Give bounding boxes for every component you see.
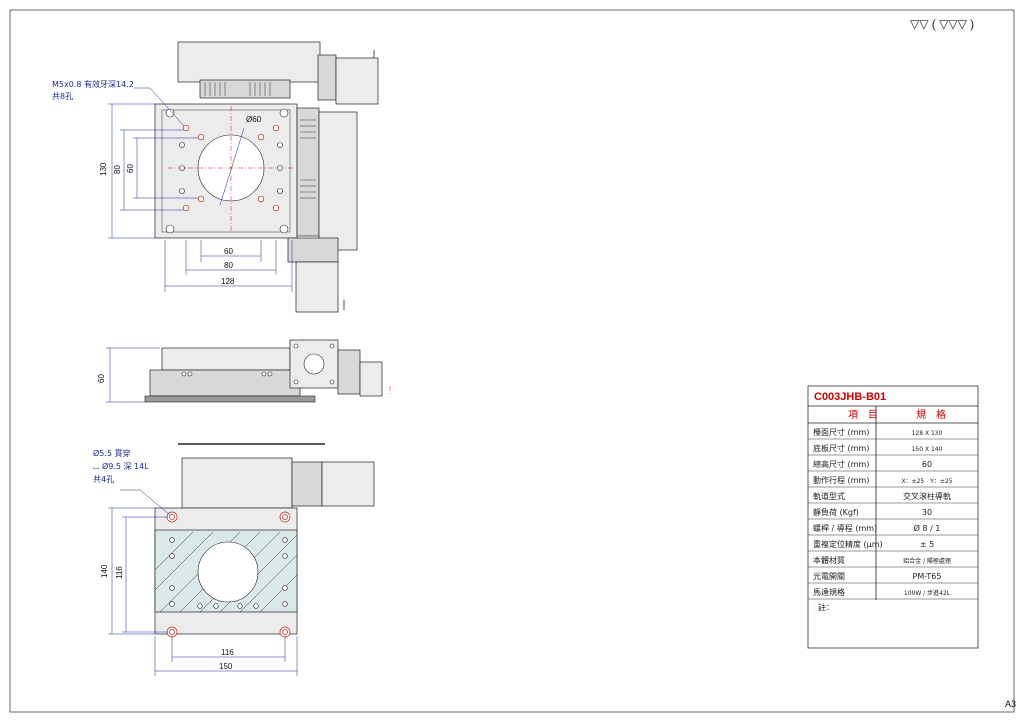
upper-coupling <box>317 54 337 101</box>
spec-row-label: 光電開關 <box>813 571 845 581</box>
bottom-view: Ø5.5 貫穿 ⌴ Ø9.5 深 14L 共4孔 140 116 116 150 <box>93 443 375 676</box>
bottom-dim-116-horizontal: 116 <box>221 648 234 657</box>
spec-row-label: 軌道型式 <box>813 491 845 501</box>
upper-rail-block <box>199 79 291 99</box>
thread-note-line1: M5x0.8 有效牙深14.2 <box>52 79 134 89</box>
x-axis-body <box>296 107 320 237</box>
upper-motor <box>335 57 379 105</box>
spec-row-value: 鋁合金 / 陽極處理 <box>903 557 951 565</box>
spec-row-label: 底板尺寸 (mm) <box>813 443 869 453</box>
x-axis-cover <box>318 111 358 251</box>
bottom-dim-150: 150 <box>219 662 233 671</box>
spec-row-value: Ø 8 / 1 <box>914 523 941 533</box>
bore-diameter-label: Ø60 <box>246 115 262 124</box>
surface-finish-symbol: ▽▽ ( ▽▽▽ ) <box>910 17 974 31</box>
spec-row-value: 60 <box>922 460 932 469</box>
spec-row-label: 馬達規格 <box>813 587 845 597</box>
bottom-perimeter-holes <box>169 537 288 609</box>
spec-row-value: 30 <box>922 508 932 517</box>
spec-notes-label: 註： <box>818 602 834 612</box>
sheet-border <box>9 9 1015 713</box>
spec-table: C003JHB-B01 項 目 規 格 檯面尺寸 (mm) 128 X 130 底板… <box>807 385 979 649</box>
thread-note-line2: 共8孔 <box>52 92 73 101</box>
x-axis-teeth <box>300 119 316 199</box>
side-body <box>149 369 301 397</box>
sheet-size-label: A3 <box>1005 699 1016 709</box>
side-dim-60: 60 <box>97 374 106 383</box>
dim-128: 128 <box>221 277 235 286</box>
dim-80-horizontal: 80 <box>224 261 233 270</box>
bottom-counterbore-holes <box>166 511 291 638</box>
spec-model-title: C003JHB-B01 <box>814 391 886 403</box>
tapped-holes-m5 <box>182 124 280 212</box>
spec-row-value: 128 X 130 <box>912 430 943 437</box>
spec-row-value: 100W / 步進42L <box>904 589 951 597</box>
side-base <box>144 395 316 403</box>
spec-row-value: PM-T65 <box>913 572 942 581</box>
side-view: 60 <box>97 339 391 403</box>
spec-row-value: ± 5 <box>920 540 934 549</box>
bottom-upper-body <box>181 457 293 509</box>
hole-note-line1: Ø5.5 貫穿 <box>93 448 131 458</box>
dim-60-vertical: 60 <box>126 164 135 173</box>
spec-rows: 檯面尺寸 (mm) 128 X 130 底板尺寸 (mm) 150 X 140 總高尺寸… <box>808 427 978 600</box>
spec-header-item: 項 目 <box>848 409 878 421</box>
spec-row-label: 動作行程 (mm) <box>813 475 869 485</box>
dim-60-horizontal: 60 <box>224 247 233 256</box>
spec-row-label: 本體材質 <box>813 555 845 565</box>
lower-motor <box>295 261 339 313</box>
spec-row-label: 總高尺寸 (mm) <box>813 459 869 469</box>
spec-row-value: 交叉滾柱導軌 <box>903 491 951 501</box>
spec-table-frame <box>807 385 979 649</box>
bottom-motor <box>321 461 375 507</box>
spec-row-value: 150 X 140 <box>912 446 943 453</box>
side-top-plate <box>161 347 291 371</box>
hole-note-line2: ⌴ Ø9.5 深 14L <box>93 461 149 471</box>
side-bolts <box>181 371 273 377</box>
lower-coupling <box>287 237 339 263</box>
spec-row-label: 重複定位精度 (µm) <box>813 539 883 549</box>
upper-rail-teeth <box>204 82 271 96</box>
bottom-center-bore <box>197 541 259 603</box>
spec-row-label: 靜負荷 (Kgf) <box>813 507 859 517</box>
top-view: Ø60 M5x0.8 有效牙深14.2 共8孔 130 80 6 <box>52 41 379 313</box>
spec-row-value: X：±25 Y：±25 <box>901 478 952 485</box>
bottom-dim-116-vertical: 116 <box>115 566 124 579</box>
dim-80-vertical: 80 <box>113 165 122 174</box>
spec-row-label: 螺桿 / 導程 (mm) <box>813 523 877 533</box>
hole-note-line3: 共4孔 <box>93 475 114 484</box>
spec-row-label: 檯面尺寸 (mm) <box>813 427 869 437</box>
upper-housing <box>177 41 321 83</box>
bottom-dim-140: 140 <box>100 564 109 578</box>
dim-130: 130 <box>99 162 108 176</box>
spec-header-spec: 規 格 <box>916 408 946 421</box>
